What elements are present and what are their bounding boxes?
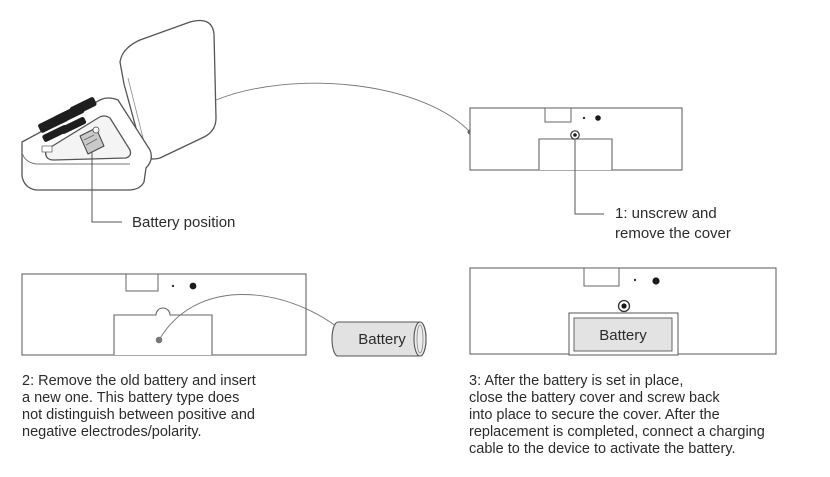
battery-installed xyxy=(573,317,673,352)
step1-label-line2: remove the cover xyxy=(615,225,731,242)
step2-panel xyxy=(21,273,307,356)
battery-position-label: Battery position xyxy=(132,214,235,231)
battery-insert-curve xyxy=(158,294,351,341)
battery-cell: Battery xyxy=(331,321,427,357)
indicator-small-dot xyxy=(582,116,586,120)
battery-installed-label: Battery xyxy=(599,327,647,344)
battery-compartment xyxy=(79,126,105,155)
battery-position-leader xyxy=(91,152,122,223)
port-slot xyxy=(125,273,159,292)
step1-leader xyxy=(574,140,604,215)
step2-instructions: 2: Remove the old battery and insert a n… xyxy=(22,373,256,440)
control-buttons xyxy=(38,97,97,142)
port-slot xyxy=(583,267,620,287)
indicator-small-dot xyxy=(171,284,175,288)
detail-callout-curve xyxy=(215,82,471,133)
open-battery-bay xyxy=(113,307,213,355)
step1-label-line1: 1: unscrew and xyxy=(615,205,717,222)
indicator-large-dot xyxy=(652,277,660,285)
indicator-large-dot xyxy=(189,282,197,290)
indicator-small-dot xyxy=(633,278,637,282)
step3-panel: Battery xyxy=(469,267,777,356)
port-slot xyxy=(544,107,572,123)
step3-instructions: 3: After the battery is set in place, cl… xyxy=(469,373,765,457)
indicator-large-dot xyxy=(595,115,601,121)
device-illustration xyxy=(21,19,217,191)
battery-cell-label: Battery xyxy=(358,331,406,348)
step1-panel xyxy=(469,107,683,171)
